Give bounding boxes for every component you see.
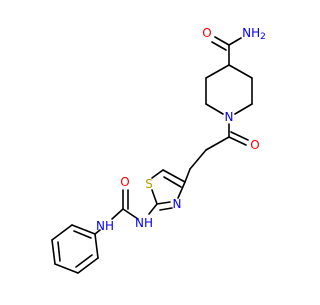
amide-nh2-label: NH2 xyxy=(242,26,266,42)
bond-ph-4-5 xyxy=(54,263,79,274)
bond-ph-2-3 xyxy=(51,224,73,241)
bond-thz-c4-c5-b xyxy=(163,176,182,188)
bond-nh1-ureac xyxy=(122,208,139,220)
bond-ch2b-c4 xyxy=(184,168,191,183)
bond-c2-nh1 xyxy=(148,203,158,215)
bond-acylc-o-a xyxy=(228,136,247,146)
bond-thz-c2-n-b xyxy=(159,207,173,211)
bond-pip-c4-c3 xyxy=(205,64,230,79)
bond-ureac-nh2 xyxy=(111,208,124,220)
bond-carbonylc-nh2 xyxy=(228,37,242,46)
bond-thz-s-c2 xyxy=(151,189,158,205)
bond-thz-c2-n-a xyxy=(156,201,171,205)
bond-acylc-o-b xyxy=(230,131,249,141)
structure-svg: O NH2 N O S N NH O NH xyxy=(51,26,266,274)
atom-labels: O NH2 N O S N NH O NH xyxy=(96,26,266,233)
piperidine-nitrogen-label: N xyxy=(225,110,234,124)
molecule-structure-diagram: O NH2 N O S N NH O NH xyxy=(51,26,266,274)
bond-acylc-ch2a xyxy=(205,136,230,151)
ketone-oxygen-label: O xyxy=(250,138,259,152)
bond-thz-c5-s xyxy=(151,169,164,179)
amide-nh-text: NH xyxy=(242,26,260,40)
bond-ch2a-ch2b xyxy=(189,149,207,170)
bond-ph-1-2-inner xyxy=(73,230,92,239)
bond-pip-c2-n xyxy=(205,103,224,115)
bond-ph-5-6-inner xyxy=(75,254,93,268)
bond-nh2-ph xyxy=(94,229,101,235)
urea-nh1-label: NH xyxy=(135,216,153,230)
amide-subscript-2: 2 xyxy=(260,32,266,42)
thiazole-nitrogen-label: N xyxy=(173,197,182,211)
bond-thz-c4-c5-a xyxy=(162,169,186,183)
bond-pip-n-c6 xyxy=(234,103,253,115)
bond-carbonylc-o-b xyxy=(211,41,227,51)
urea-oxygen-label: O xyxy=(120,175,129,189)
amide-oxygen-label: O xyxy=(202,26,211,40)
bond-ph-1-2 xyxy=(71,224,96,235)
bond-ph-3-4-inner xyxy=(57,241,61,262)
bond-ph-3-4 xyxy=(51,239,56,265)
bond-ph-6-1 xyxy=(94,233,99,259)
bond-pip-c5-c4 xyxy=(228,64,253,79)
bond-ph-5-6 xyxy=(77,257,99,274)
bond-thz-n-c4 xyxy=(177,181,186,199)
urea-nh2-label: NH xyxy=(96,219,114,233)
bonds xyxy=(51,36,253,274)
thiazole-sulfur-label: S xyxy=(145,177,153,191)
bond-carbonylc-o-a xyxy=(214,36,230,46)
